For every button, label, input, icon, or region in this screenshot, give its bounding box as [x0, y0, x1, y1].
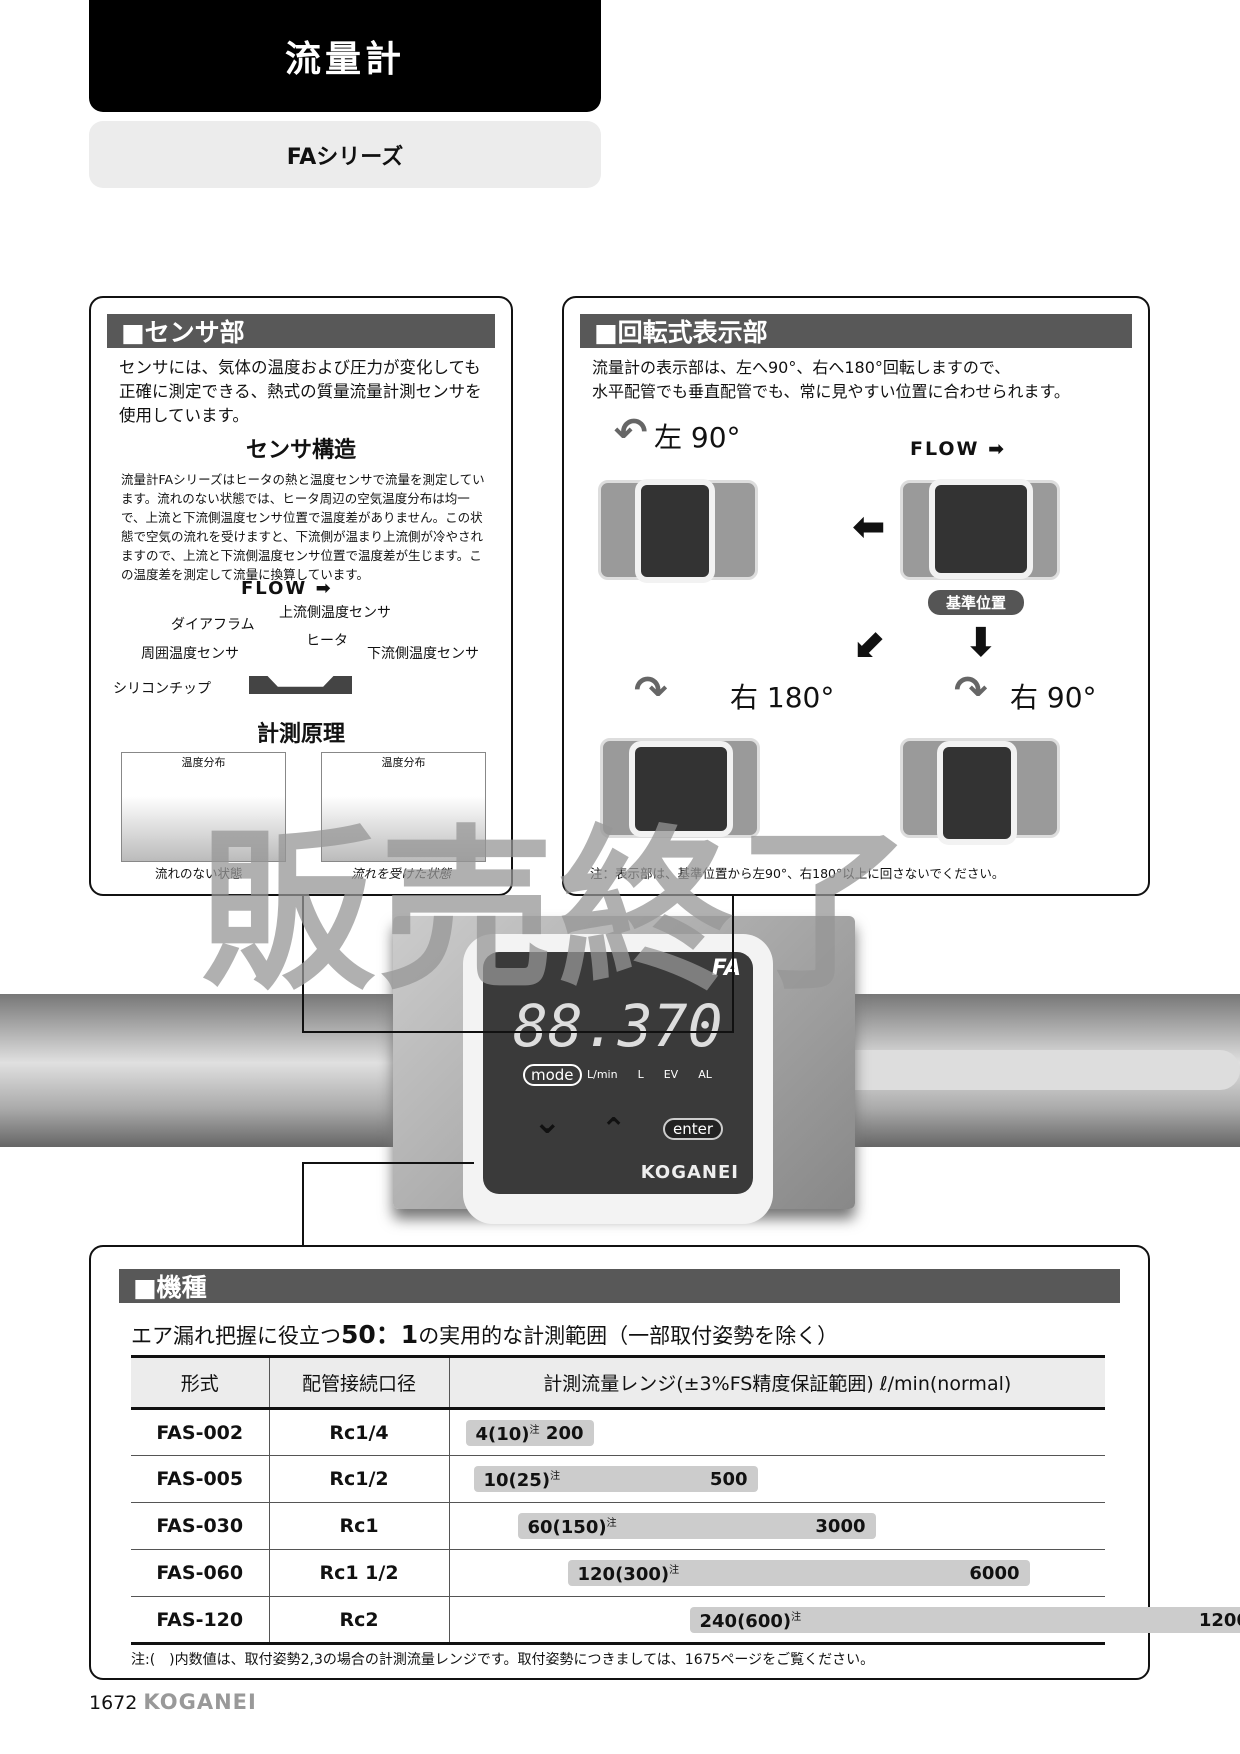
label-chip: シリコンチップ — [113, 681, 211, 697]
reference-badge: 基準位置 — [928, 590, 1025, 615]
sensor-panel: ■センサ部 センサには、気体の温度および圧力が変化しても正確に測定できる、熱式の… — [89, 296, 513, 896]
arrow-down-left-icon: ⬋ — [854, 620, 888, 666]
rotation-text-1: 流量計の表示部は、左へ90°、右へ180°回転しますので、 — [592, 358, 1011, 377]
label-diaphragm: ダイアフラム — [171, 617, 255, 633]
indicator: L — [637, 1068, 644, 1081]
port-cell: Rc2 — [268, 1596, 449, 1645]
no-flow-diagram: 温度分布 — [121, 752, 286, 862]
with-flow-caption: 流れを受けた状態 — [351, 866, 452, 881]
port-cell: Rc1 — [268, 1502, 449, 1550]
port-cell: Rc1/4 — [268, 1408, 449, 1456]
left90-label: 左 90° — [654, 421, 741, 454]
device-reading: 88.370 — [513, 992, 723, 1060]
device-model: FA — [711, 956, 741, 981]
sensor-intro: センサには、気体の温度および圧力が変化しても正確に測定できる、熱式の質量流量計測… — [119, 358, 482, 425]
structure-text: 流量計FAシリーズはヒータの熱と温度センサで流量を測定しています。流れのない状態… — [121, 472, 485, 582]
models-table: 形式 配管接続口径 計測流量レンジ(±3%FS精度保証範囲) ℓ/min(nor… — [131, 1355, 1240, 1645]
models-tagline: エア漏れ把握に役立つ50：1の実用的な計測範囲（一部取付姿勢を除く） — [131, 1320, 839, 1349]
label-downstream: 下流側温度センサ — [367, 646, 479, 662]
no-flow-caption: 流れのない状態 — [155, 866, 243, 881]
indicator: L/min — [587, 1068, 618, 1081]
indicator: EV — [663, 1068, 679, 1081]
rotation-heading: ■回転式表示部 — [580, 314, 1132, 348]
rotate-right90-icon: ↷ — [954, 668, 988, 714]
range-cell: 240(600)注12000 — [448, 1596, 1240, 1645]
model-cell: FAS-120 — [131, 1596, 269, 1645]
port-cell: Rc1 1/2 — [268, 1549, 449, 1597]
models-heading: ■機種 — [119, 1269, 1120, 1303]
flow-label: FLOW — [241, 578, 308, 599]
label-upstream: 上流側温度センサ — [279, 605, 391, 621]
indicator: AL — [698, 1068, 712, 1081]
model-cell: FAS-030 — [131, 1502, 269, 1550]
models-footnote: 注:( )内数値は、取付姿勢2,3の場合の計測流量レンジです。取付姿勢につきまし… — [131, 1652, 875, 1668]
enter-button: enter — [663, 1118, 724, 1140]
label-heater: ヒータ — [306, 633, 348, 649]
column-header: 計測流量レンジ(±3%FS精度保証範囲) ℓ/min(normal) — [448, 1355, 1105, 1410]
structure-title: センサ構造 — [245, 438, 356, 463]
models-panel: ■機種 エア漏れ把握に役立つ50：1の実用的な計測範囲（一部取付姿勢を除く） 形… — [89, 1245, 1240, 1680]
device-reference-image — [900, 479, 1060, 580]
up-button-icon: ⌃ — [601, 1112, 627, 1147]
range-bar: 240(600)注12000 — [689, 1607, 1240, 1633]
brand-logo: KOGANEI — [143, 1690, 257, 1714]
callout-line — [302, 1031, 732, 1033]
series-subtitle: FAシリーズ — [89, 121, 601, 188]
page-number: 1672 — [89, 1692, 138, 1714]
model-cell: FAS-060 — [131, 1549, 269, 1597]
arrow-right-icon: ➡ — [315, 578, 333, 599]
with-flow-diagram: 温度分布 — [321, 752, 486, 862]
principle-title: 計測原理 — [256, 722, 345, 747]
rotation-text-2: 水平配管でも垂直配管でも、常に見やすい位置に合わせられます。 — [592, 382, 1070, 401]
port-cell: Rc1/2 — [268, 1455, 449, 1503]
sensor-heading: ■センサ部 — [107, 314, 495, 348]
device-body-image: FA 88.370 mode L/min L EV AL ⌄ ⌃ enter KOGA… — [393, 916, 855, 1224]
page-title: 流量計 — [89, 0, 601, 112]
column-header: 形式 — [131, 1355, 269, 1410]
callout-line — [302, 1162, 474, 1164]
model-cell: FAS-002 — [131, 1408, 269, 1456]
cable-image — [800, 1050, 1240, 1090]
mode-button: mode — [523, 1064, 582, 1086]
arrow-left-icon: ⬅ — [852, 504, 886, 550]
right180-label: 右 180° — [730, 681, 835, 714]
discontinued-watermark: 販売終了 — [200, 811, 916, 1014]
rotation-panel: ■回転式表示部 流量計の表示部は、左へ90°、右へ180°回転しますので、 水平… — [562, 296, 1150, 896]
rotate-left-icon: ↶ — [614, 410, 648, 456]
rotate-right180-icon: ↷ — [634, 668, 668, 714]
flow-label: FLOW — [910, 438, 980, 460]
down-button-icon: ⌄ — [533, 1102, 562, 1142]
column-header: 配管接続口径 — [268, 1355, 449, 1410]
right90-label: 右 90° — [1010, 681, 1097, 714]
rotation-note: 注：表示部は、基準位置から左90°、右180°以上に回さないでください。 — [590, 866, 1005, 881]
label-ambient: 周囲温度センサ — [141, 646, 239, 662]
arrow-down-icon: ⬇ — [964, 620, 998, 666]
model-cell: FAS-005 — [131, 1455, 269, 1503]
device-right180-image — [600, 738, 760, 838]
device-right90-image — [900, 738, 1060, 845]
page-footer: 1672 KOGANEI — [89, 1690, 257, 1714]
device-left90-image — [598, 479, 758, 583]
device-brand: KOGANEI — [640, 1162, 739, 1183]
arrow-right-icon: ➡ — [988, 438, 1007, 460]
sensor-chip-diagram — [249, 676, 352, 694]
